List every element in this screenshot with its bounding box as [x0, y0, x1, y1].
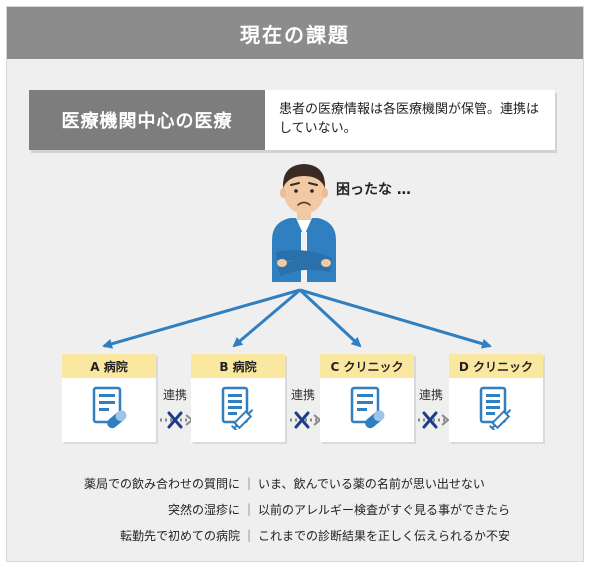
page-title: 現在の課題: [7, 7, 583, 59]
facility-name: D クリニック: [449, 354, 543, 378]
facility-name: A 病院: [62, 354, 156, 378]
facility-name: B 病院: [191, 354, 285, 378]
issue-problem: いま、飲んでいる薬の名前が思い出せない: [258, 476, 485, 491]
arrow-to-c-clinic: [298, 288, 362, 348]
summary-text: 患者の医療情報は各医療機関が保管。連携はしていない。: [265, 90, 555, 150]
issue-separator: |: [246, 528, 252, 542]
issue-situation: 転勤先で初めての病院: [119, 528, 240, 543]
issue-separator: |: [246, 476, 252, 490]
link-c-d: [418, 411, 450, 429]
cross-icon: [294, 411, 310, 429]
summary-box: 医療機関中心の医療 患者の医療情報は各医療機関が保管。連携はしていない。: [29, 90, 555, 150]
issue-problem: 以前のアレルギー検査がすぐ見る事ができたら: [258, 502, 511, 517]
issue-separator: |: [246, 502, 252, 516]
link-label-a-b: 連携: [162, 388, 187, 402]
facility-card-c: C クリニック: [320, 354, 414, 442]
distribution-arrows: [102, 288, 492, 349]
cross-icon: [167, 411, 183, 429]
issue-row: 突然の湿疹に | 以前のアレルギー検査がすぐ見る事ができたら: [30, 496, 570, 522]
link-label-c-d: 連携: [418, 388, 443, 402]
issue-situation: 薬局での飲み合わせの質問に: [83, 476, 240, 491]
facility-card-a: A 病院: [62, 354, 156, 442]
facility-name: C クリニック: [320, 354, 414, 378]
issues-list: 薬局での飲み合わせの質問に | いま、飲んでいる薬の名前が思い出せない 突然の湿…: [30, 470, 570, 548]
issue-row: 転勤先で初めての病院 | これまでの診断結果を正しく伝えられるか不安: [30, 522, 570, 548]
patient-figure: [272, 164, 336, 282]
medical-record-syringe-icon: [479, 386, 512, 430]
patient-speech: 困ったな …: [336, 182, 411, 198]
cross-icon: [422, 411, 438, 429]
arrow-to-d-clinic: [299, 288, 492, 349]
facility-card-d: D クリニック: [449, 354, 543, 442]
link-a-b: [160, 411, 194, 429]
issue-situation: 突然の湿疹に: [167, 502, 240, 517]
issue-problem: これまでの診断結果を正しく伝えられるか不安: [258, 528, 511, 543]
medical-record-pill-icon: [350, 386, 385, 429]
link-b-c: [290, 411, 322, 429]
facility-card-b: B 病院: [191, 354, 285, 442]
arrow-to-b-hospital: [232, 288, 301, 348]
medical-record-syringe-icon: [221, 386, 254, 430]
issue-row: 薬局での飲み合わせの質問に | いま、飲んでいる薬の名前が思い出せない: [30, 470, 570, 496]
summary-label: 医療機関中心の医療: [29, 90, 265, 150]
medical-record-pill-icon: [92, 386, 127, 429]
diagram-frame: 現在の課題 医療機関中心の医療 患者の医療情報は各医療機関が保管。連携はしていな…: [6, 6, 584, 562]
link-label-b-c: 連携: [290, 388, 315, 402]
arrow-to-a-hospital: [102, 288, 301, 349]
